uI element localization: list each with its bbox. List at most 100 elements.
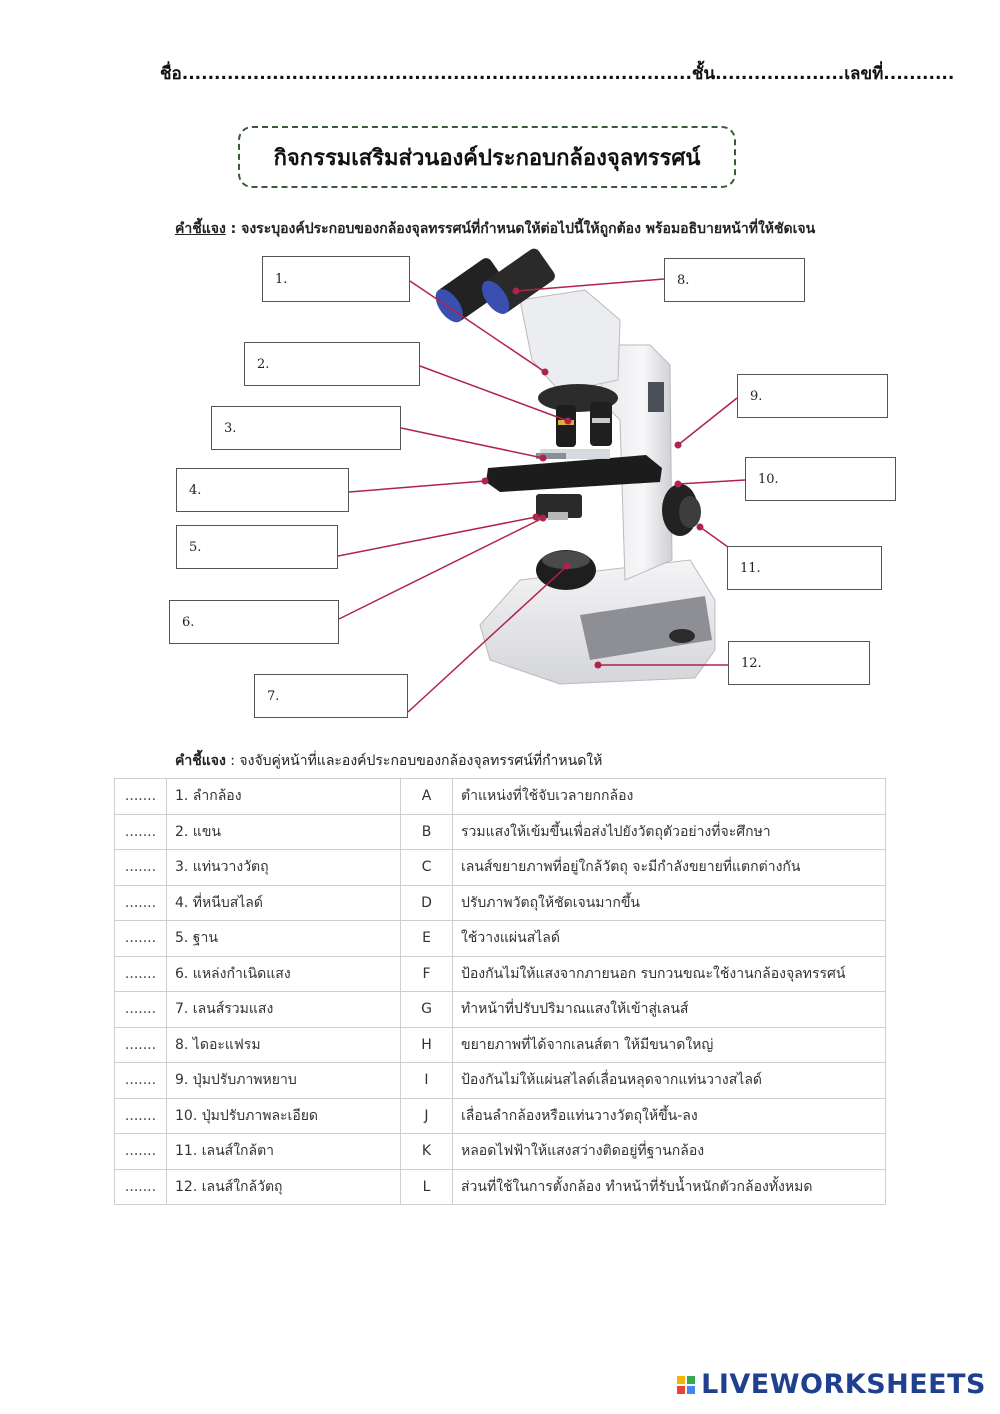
function-description: ส่วนที่ใช้ในการตั้งกล้อง ทำหน้าที่รับน้ำ… (452, 1168, 886, 1205)
function-description: ปรับภาพวัตถุให้ชัดเจนมากขึ้น (452, 884, 886, 921)
function-letter: L (400, 1168, 453, 1205)
label-box-10[interactable]: 10. (745, 457, 896, 501)
part-name: 11. เลนส์ใกล้ตา (166, 1133, 401, 1170)
leader-line-3 (400, 427, 544, 459)
logo-text: LIVEWORKSHEETS (701, 1369, 986, 1400)
function-letter: I (400, 1062, 453, 1099)
function-description: หลอดไฟฟ้าให้แสงสว่างติดอยู่ที่ฐานกล้อง (452, 1133, 886, 1170)
function-description: เลนส์ขยายภาพที่อยู่ใกล้วัตถุ จะมีกำลังขย… (452, 849, 886, 886)
label-box-4[interactable]: 4. (176, 468, 349, 512)
worksheet-title: กิจกรรมเสริมส่วนองค์ประกอบกล้องจุลทรรศน์ (238, 126, 736, 188)
answer-blank[interactable]: ....... (114, 991, 167, 1028)
function-letter: K (400, 1133, 453, 1170)
answer-blank[interactable]: ....... (114, 1168, 167, 1205)
label-number: 1. (275, 271, 288, 287)
answer-blank[interactable]: ....... (114, 778, 167, 815)
part-name: 10. ปุ่มปรับภาพละเอียด (166, 1097, 401, 1134)
leader-line-9 (677, 397, 738, 446)
label-box-2[interactable]: 2. (244, 342, 420, 386)
microscope-illustration (435, 248, 716, 685)
function-description: รวมแสงให้เข้มขึ้นเพื่อส่งไปยังวัตถุตัวอย… (452, 813, 886, 850)
function-letter: C (400, 849, 453, 886)
function-letter: J (400, 1097, 453, 1134)
label-number: 5. (189, 539, 202, 555)
part-name: 2. แขน (166, 813, 401, 850)
function-letter: E (400, 920, 453, 957)
label-number: 4. (189, 482, 202, 498)
function-letter: A (400, 778, 453, 815)
label-box-6[interactable]: 6. (169, 600, 339, 644)
label-number: 2. (257, 356, 270, 372)
logo-icon (677, 1375, 696, 1394)
answer-blank[interactable]: ....... (114, 1062, 167, 1099)
instruction-text: : จงจับคู่หน้าที่และองค์ประกอบของกล้องจุ… (225, 753, 603, 769)
label-box-12[interactable]: 12. (728, 641, 870, 685)
part-name: 4. ที่หนีบสไลด์ (166, 884, 401, 921)
part-name: 5. ฐาน (166, 920, 401, 957)
part-name: 3. แท่นวางวัตถุ (166, 849, 401, 886)
function-description: ป้องกันไม่ให้แสงจากภายนอก รบกวนขณะใช้งาน… (452, 955, 886, 992)
label-number: 3. (224, 420, 237, 436)
leader-lines (337, 278, 764, 713)
leader-line-1 (409, 280, 546, 373)
instruction-text: : จงระบุองค์ประกอบของกล้องจุลทรรศน์ที่กำ… (225, 221, 816, 237)
answer-blank[interactable]: ....... (114, 955, 167, 992)
leader-line-4 (348, 480, 486, 493)
answer-blank[interactable]: ....... (114, 884, 167, 921)
label-number: 10. (758, 471, 779, 487)
leader-line-2 (419, 365, 569, 422)
label-box-7[interactable]: 7. (254, 674, 408, 718)
part-name: 6. แหล่งกำเนิดแสง (166, 955, 401, 992)
leader-line-6 (338, 517, 544, 620)
function-description: ตำแหน่งที่ใช้จับเวลายกกล้อง (452, 778, 886, 815)
answer-blank[interactable]: ....... (114, 1097, 167, 1134)
liveworksheets-logo: LIVEWORKSHEETS (677, 1369, 986, 1400)
leader-line-7 (407, 565, 568, 713)
function-letter: H (400, 1026, 453, 1063)
label-box-3[interactable]: 3. (211, 406, 401, 450)
instruction-lead: คำชี้แจง (175, 221, 226, 237)
label-number: 12. (741, 655, 762, 671)
leader-line-8 (515, 278, 665, 292)
instruction-lead: คำชี้แจง (175, 753, 226, 769)
function-description: ขยายภาพที่ได้จากเลนส์ตา ให้มีขนาดใหญ่ (452, 1026, 886, 1063)
label-number: 9. (750, 388, 763, 404)
label-box-9[interactable]: 9. (737, 374, 888, 418)
answer-blank[interactable]: ....... (114, 920, 167, 957)
answer-blank[interactable]: ....... (114, 813, 167, 850)
answer-blank[interactable]: ....... (114, 1133, 167, 1170)
instruction-matching: คำชี้แจง : จงจับคู่หน้าที่และองค์ประกอบข… (175, 750, 602, 772)
leader-endpoints (481, 287, 704, 669)
part-name: 9. ปุ่มปรับภาพหยาบ (166, 1062, 401, 1099)
function-letter: F (400, 955, 453, 992)
label-box-1[interactable]: 1. (262, 256, 410, 302)
label-box-5[interactable]: 5. (176, 525, 338, 569)
function-description: เลื่อนลำกล้องหรือแท่นวางวัตถุให้ขึ้น-ลง (452, 1097, 886, 1134)
function-description: ป้องกันไม่ให้แผ่นสไลด์เลื่อนหลุดจากแท่นว… (452, 1062, 886, 1099)
label-number: 6. (182, 614, 195, 630)
answer-blank[interactable]: ....... (114, 849, 167, 886)
microscope-diagram (337, 248, 764, 713)
function-letter: D (400, 884, 453, 921)
function-letter: B (400, 813, 453, 850)
part-name: 12. เลนส์ใกล้วัตถุ (166, 1168, 401, 1205)
label-box-8[interactable]: 8. (664, 258, 805, 302)
answer-blank[interactable]: ....... (114, 1026, 167, 1063)
part-name: 1. ลำกล้อง (166, 778, 401, 815)
worksheet-title-text: กิจกรรมเสริมส่วนองค์ประกอบกล้องจุลทรรศน์ (273, 145, 701, 171)
function-letter: G (400, 991, 453, 1028)
label-box-11[interactable]: 11. (727, 546, 882, 590)
function-description: ทำหน้าที่ปรับปริมาณแสงให้เข้าสู่เลนส์ (452, 991, 886, 1028)
part-name: 8. ไดอะแฟรม (166, 1026, 401, 1063)
